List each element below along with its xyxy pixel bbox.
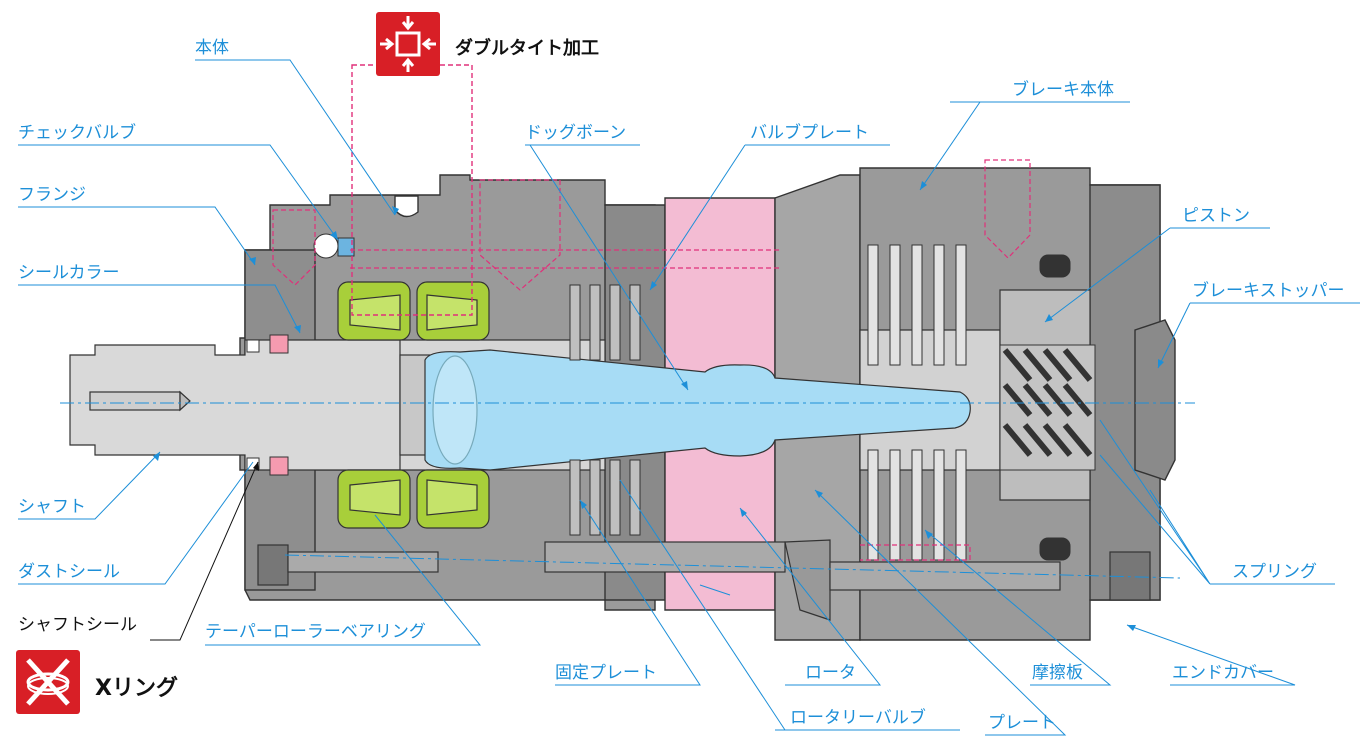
- label-valve-plate: バルブプレート: [750, 123, 869, 143]
- label-shaft-seal: シャフトシール: [18, 615, 137, 635]
- compress-arrows-icon: [376, 12, 440, 76]
- callout-x-ring: Xリング: [95, 676, 178, 701]
- label-brake-stopper: ブレーキストッパー: [1192, 281, 1345, 301]
- label-dogbone: ドッグボーン: [525, 123, 627, 143]
- center-lines: [60, 402, 1195, 579]
- valve-plate-stack: [569, 284, 641, 536]
- label-fixed-plate: 固定プレート: [555, 663, 657, 683]
- spring-pack: [999, 344, 1096, 471]
- label-check-valve: チェックバルブ: [18, 123, 137, 143]
- label-shaft: シャフト: [18, 497, 86, 517]
- through-bolt: [257, 539, 1151, 621]
- label-plate: プレート: [988, 713, 1056, 733]
- label-taper-bearing: テーパーローラーベアリング: [205, 622, 426, 642]
- label-seal-collar: シールカラー: [18, 263, 120, 283]
- shaft-seal-leader: [150, 461, 259, 641]
- label-spring: スプリング: [1232, 562, 1317, 582]
- label-flange: フランジ: [18, 185, 86, 205]
- x-ring-icon: [16, 650, 80, 714]
- label-end-cover: エンドカバー: [1172, 663, 1274, 683]
- label-hontai: 本体: [195, 38, 229, 58]
- label-friction-plate: 摩擦板: [1032, 663, 1083, 683]
- label-rotor: ロータ: [805, 663, 856, 683]
- label-dust-seal: ダストシール: [18, 562, 120, 582]
- taper-roller-bearings: [337, 281, 490, 529]
- callout-double-tight: ダブルタイト加工: [455, 38, 599, 59]
- label-rotary-valve: ロータリーバルブ: [790, 708, 926, 728]
- dogbone-part: [424, 349, 971, 471]
- label-piston: ピストン: [1182, 206, 1250, 226]
- label-brake-body: ブレーキ本体: [1012, 80, 1114, 100]
